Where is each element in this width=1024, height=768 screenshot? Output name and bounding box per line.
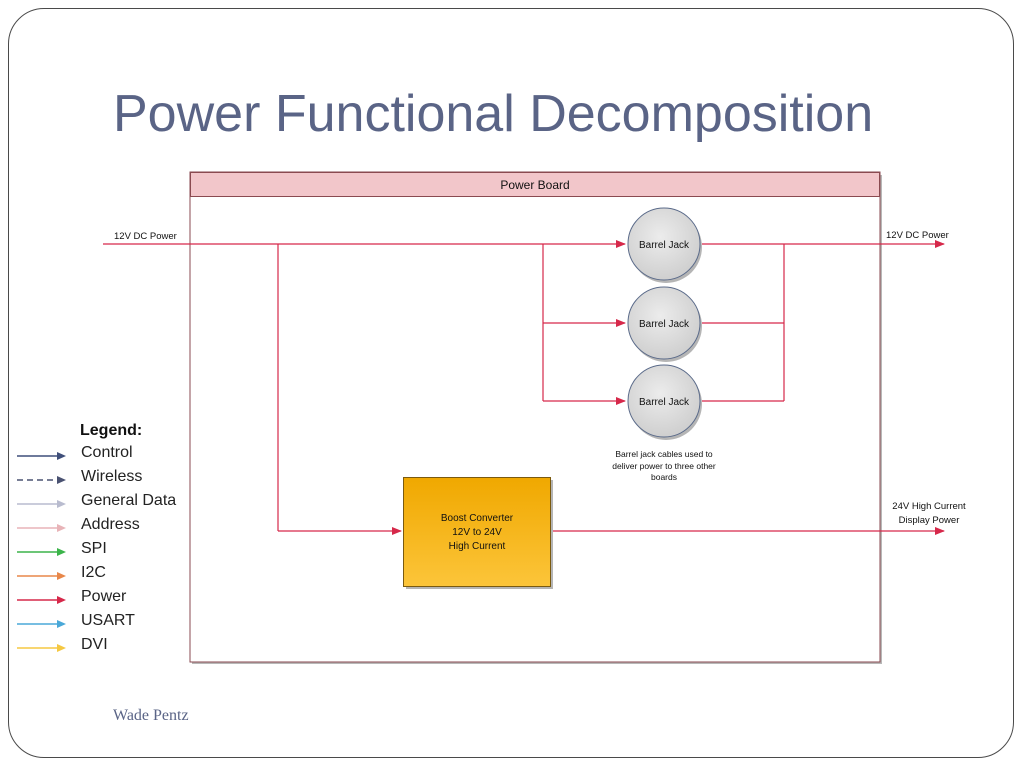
legend-arrow-icon	[17, 572, 66, 580]
legend-item-address: Address	[15, 516, 215, 540]
legend-item-i2c: I2C	[15, 564, 215, 588]
legend-arrow-icon	[17, 548, 66, 556]
legend-label: Power	[81, 588, 127, 605]
output-24v-label-line2: Display Power	[899, 515, 960, 526]
boost-converter-block: Boost Converter 12V to 24V High Current	[403, 477, 553, 589]
input-label: 12V DC Power	[114, 231, 177, 242]
barrel-jack-2: Barrel Jack	[627, 286, 702, 362]
boost-line2: 12V to 24V	[452, 527, 502, 538]
legend-arrow-icon	[17, 620, 66, 628]
boost-line3: High Current	[449, 541, 506, 552]
legend-item-spi: SPI	[15, 540, 215, 564]
barrel-jack-3: Barrel Jack	[627, 364, 702, 440]
legend-label: Wireless	[81, 468, 143, 485]
footer-author: Wade Pentz	[113, 707, 189, 724]
legend-item-power: Power	[15, 588, 215, 612]
barrel-jack-label: Barrel Jack	[639, 397, 690, 408]
legend-arrow-icon	[17, 596, 66, 604]
legend-label: General Data	[81, 492, 177, 509]
barrel-jack-label: Barrel Jack	[639, 240, 690, 251]
legend-arrow-icon	[17, 500, 66, 508]
legend-title: Legend:	[80, 422, 143, 439]
legend-label: USART	[81, 612, 135, 629]
barrel-note: Barrel jack cables used to deliver power…	[612, 449, 716, 482]
legend-item-usart: USART	[15, 612, 215, 636]
legend-label: DVI	[81, 636, 108, 653]
output-24v-label-line1: 24V High Current	[892, 501, 966, 512]
legend-label: Control	[81, 444, 133, 461]
power-board-container: Power Board	[189, 171, 882, 664]
power-board-header	[190, 172, 880, 197]
legend-item-general-data: General Data	[15, 492, 215, 516]
legend-item-dvi: DVI	[15, 636, 215, 660]
power-lines	[103, 240, 945, 535]
legend-arrow-icon	[17, 644, 66, 652]
legend-item-wireless: Wireless	[15, 468, 215, 492]
legend-label: Address	[81, 516, 140, 533]
legend-label: SPI	[81, 540, 107, 557]
legend-label: I2C	[81, 564, 106, 581]
legend-arrow-icon	[17, 452, 66, 460]
legend-arrow-icon	[17, 476, 66, 484]
barrel-jack-label: Barrel Jack	[639, 319, 690, 330]
svg-text:deliver power to three other: deliver power to three other	[612, 461, 716, 471]
svg-text:Barrel jack cables used to: Barrel jack cables used to	[615, 449, 713, 459]
power-board-label: Power Board	[500, 178, 569, 192]
boost-line1: Boost Converter	[441, 513, 514, 524]
legend-arrow-icon	[17, 524, 66, 532]
slide-frame	[8, 8, 1014, 758]
legend-item-control: Control	[15, 444, 215, 468]
barrel-jack-1: Barrel Jack	[627, 207, 702, 283]
slide-title: Power Functional Decomposition	[113, 85, 874, 143]
svg-text:boards: boards	[651, 472, 677, 482]
output-12v-label: 12V DC Power	[886, 230, 949, 241]
